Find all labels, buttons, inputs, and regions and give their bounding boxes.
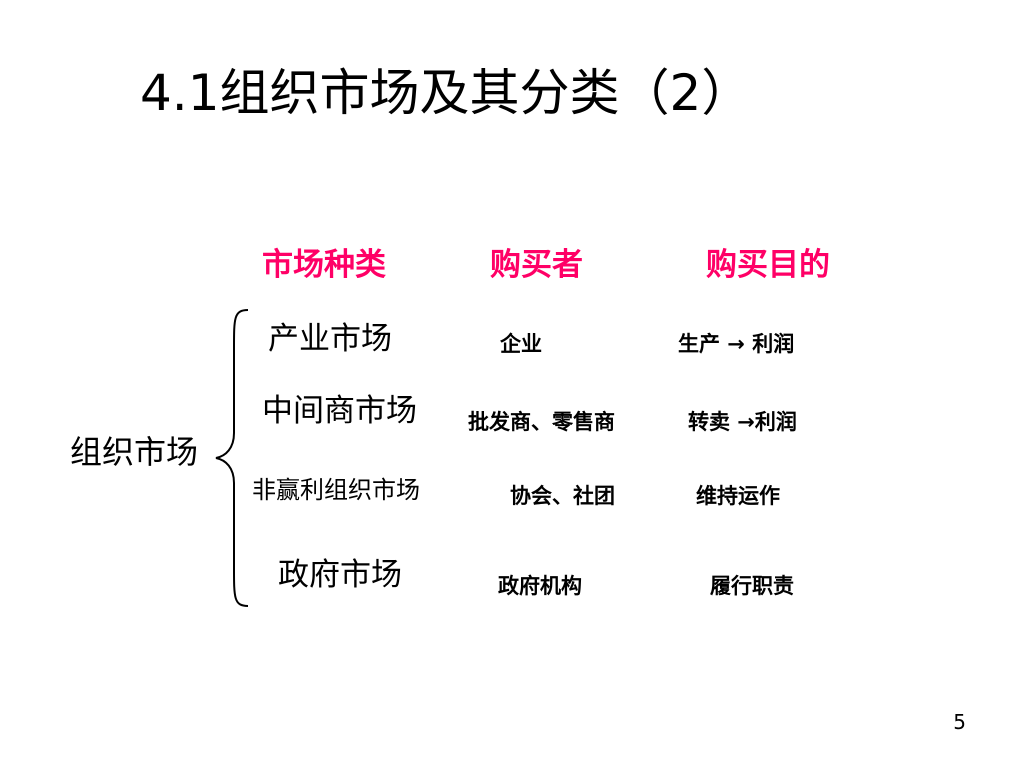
buyer-enterprise: 企业 [500,332,542,356]
market-nonprofit: 非赢利组织市场 [252,476,420,504]
slide-title: 4.1组织市场及其分类（2） [140,64,752,122]
market-intermediary: 中间商市场 [262,393,417,429]
market-government: 政府市场 [278,557,402,593]
header-buyer: 购买者 [490,247,583,283]
header-market-type: 市场种类 [262,247,386,283]
curly-brace-icon [215,309,249,607]
purpose-production: 生产 → 利润 [678,332,795,356]
buyer-government-agency: 政府机构 [498,574,582,598]
purpose-resale: 转卖 →利润 [688,410,797,434]
purpose-operations: 维持运作 [696,484,780,508]
root-label: 组织市场 [70,433,199,471]
page-number: 5 [953,710,966,734]
buyer-wholesaler-retailer: 批发商、零售商 [468,410,615,434]
market-industrial: 产业市场 [268,321,392,357]
purpose-duties: 履行职责 [710,574,794,598]
header-purpose: 购买目的 [706,247,830,283]
buyer-associations: 协会、社团 [510,484,615,508]
